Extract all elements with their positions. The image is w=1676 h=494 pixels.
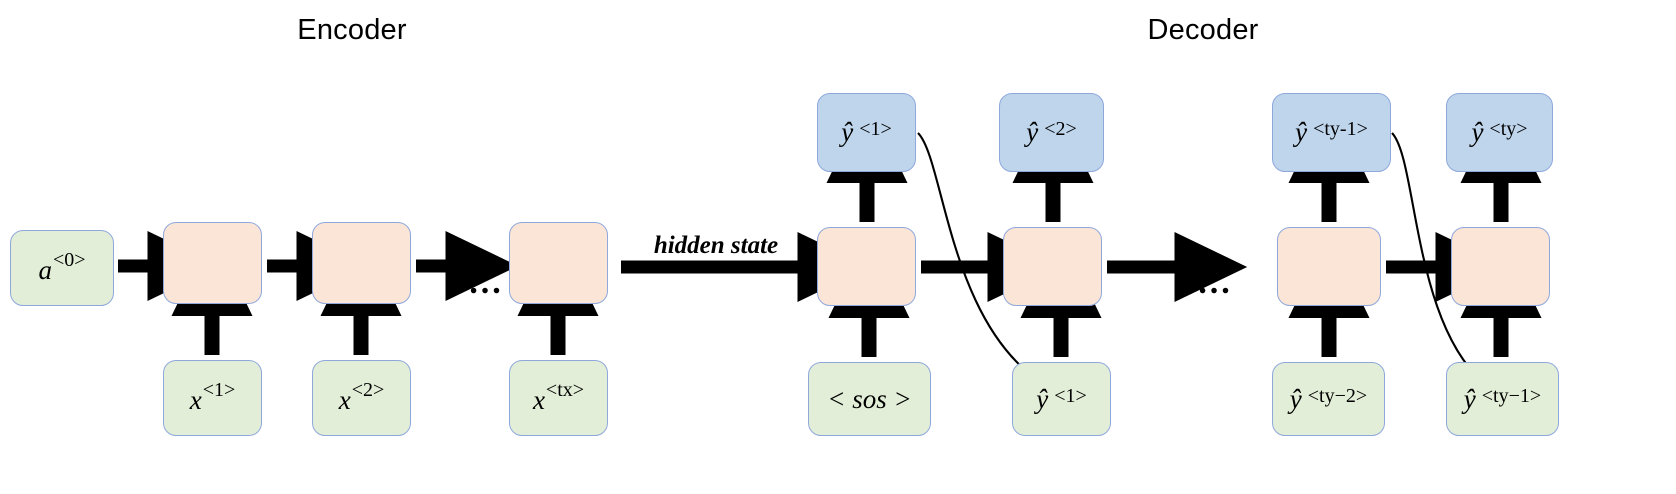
node-encoder-cell-tx[interactable] xyxy=(509,222,608,304)
node-xtx-label: x<tx> xyxy=(532,378,585,415)
node-decoder-cell-n-minus-1[interactable] xyxy=(1277,227,1381,306)
node-yhat-ty-output-label: ŷ<ty> xyxy=(1471,117,1528,147)
node-yhat-ty-minus-1-output[interactable]: ŷ<ty-1> xyxy=(1272,93,1391,172)
node-x2-label: x<2> xyxy=(338,378,385,415)
node-yhat-2-output-label: ŷ<2> xyxy=(1026,117,1077,147)
node-yhat-ty-minus-1-output-label: ŷ<ty-1> xyxy=(1295,117,1368,147)
node-decoder-cell-1[interactable] xyxy=(817,227,916,306)
node-x1-label: x<1> xyxy=(189,378,236,415)
node-a0-label: a<0> xyxy=(38,248,86,285)
node-yhat-1-output[interactable]: ŷ<1> xyxy=(817,93,916,172)
node-decoder-cell-n[interactable] xyxy=(1451,227,1550,306)
node-yhat-1-output-label: ŷ<1> xyxy=(841,117,892,147)
node-yhat-ty-output[interactable]: ŷ<ty> xyxy=(1446,93,1553,172)
node-yhat-2-output[interactable]: ŷ<2> xyxy=(999,93,1104,172)
node-sos[interactable]: < sos > xyxy=(808,362,931,436)
node-yhat-1-input-label: ŷ<1> xyxy=(1036,383,1087,414)
decoder-ellipsis: … xyxy=(1197,264,1233,301)
node-sos-label: < sos > xyxy=(827,383,912,414)
node-yhat-1-input[interactable]: ŷ<1> xyxy=(1012,362,1111,436)
node-xtx[interactable]: x<tx> xyxy=(509,360,608,436)
node-a0[interactable]: a<0> xyxy=(10,230,114,306)
hidden-state-label: hidden state xyxy=(653,232,779,259)
section-title-decoder: Decoder xyxy=(1147,14,1259,46)
node-yhat-ty-minus-1-input-label: ŷ<ty−1> xyxy=(1463,383,1542,414)
node-yhat-ty-minus-2-input-label: ŷ<ty−2> xyxy=(1289,383,1368,414)
section-title-encoder: Encoder xyxy=(297,14,407,46)
encoder-ellipsis: … xyxy=(468,264,504,301)
node-x2[interactable]: x<2> xyxy=(312,360,411,436)
node-encoder-cell-1[interactable] xyxy=(163,222,262,304)
node-yhat-ty-minus-2-input[interactable]: ŷ<ty−2> xyxy=(1272,362,1385,436)
node-decoder-cell-2[interactable] xyxy=(1003,227,1102,306)
node-encoder-cell-2[interactable] xyxy=(312,222,411,304)
node-x1[interactable]: x<1> xyxy=(163,360,262,436)
node-yhat-ty-minus-1-input[interactable]: ŷ<ty−1> xyxy=(1446,362,1559,436)
